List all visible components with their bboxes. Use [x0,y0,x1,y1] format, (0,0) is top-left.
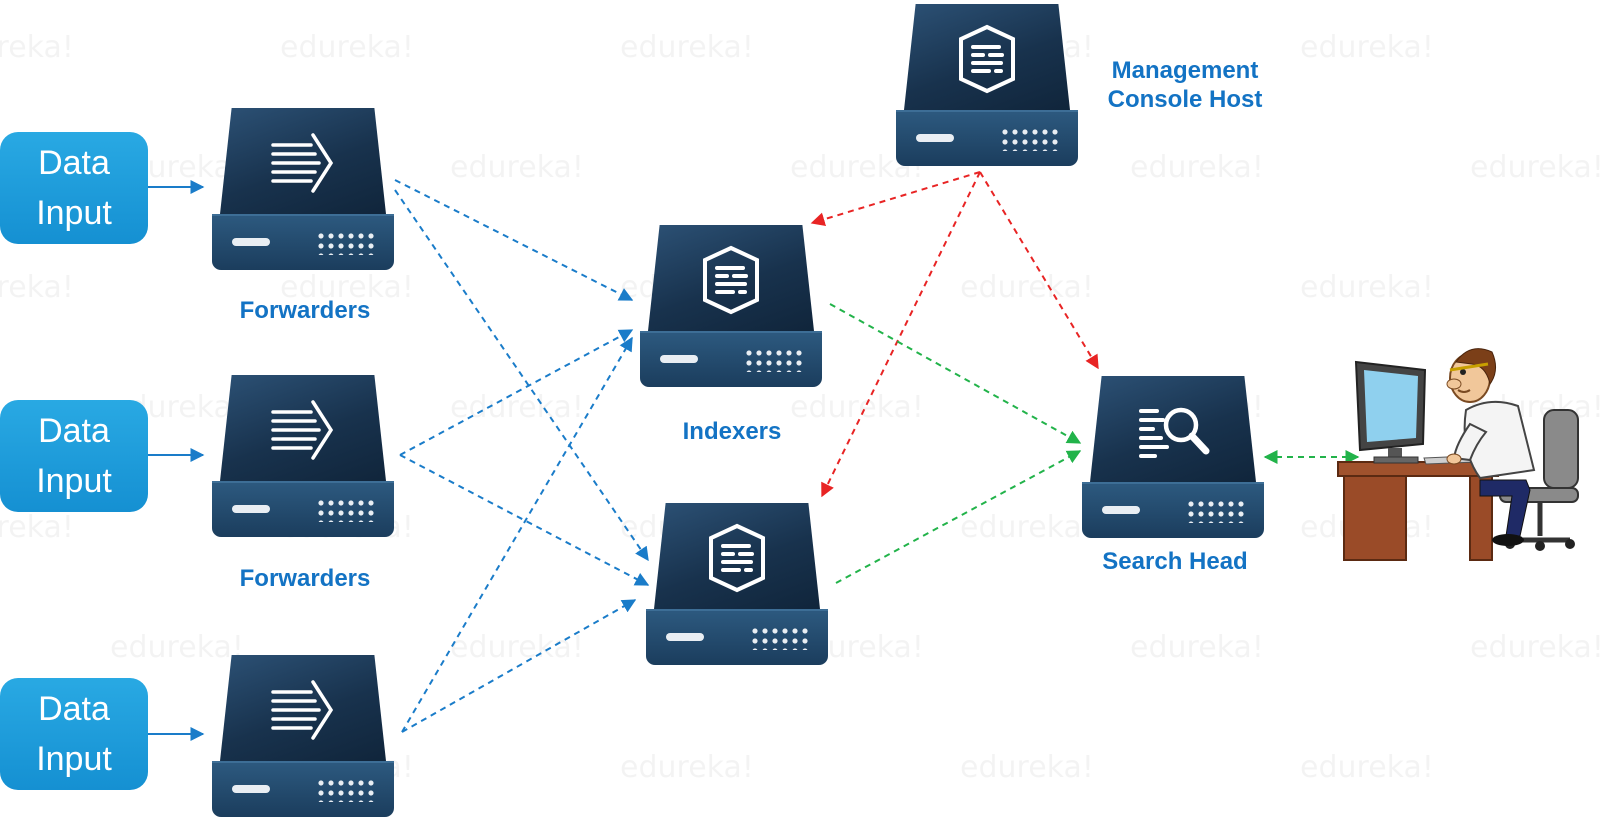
forward-arrow-icon [271,680,334,740]
forward-link-3b [401,599,637,733]
data-input-label: Data Input [36,690,112,778]
forward-arrow-icon [271,400,334,460]
management-link-search-head [979,171,1099,370]
indexer-server-1 [640,225,822,387]
forward-link-1a [394,179,634,301]
search-head-label: Search Head [1102,548,1248,575]
forwarders-label-2: Forwarders [239,565,371,592]
forwarder-server-3 [212,655,394,817]
forward-link-3a [401,336,633,733]
forward-link-2a [399,329,634,456]
forwarder-server-2 [212,375,394,537]
magnifier-document-icon [1139,407,1210,458]
search-head-server [1082,376,1264,538]
data-input-3: Data Input [0,678,148,790]
forwarders-label-1: Forwarders [239,297,371,324]
forwarder-server-1 [212,108,394,270]
person-at-computer-icon [1337,348,1579,561]
management-label-line-1: Management [1111,57,1259,84]
management-link-indexer-1 [810,171,981,227]
data-input-label: Data Input [36,412,112,500]
document-shield-icon [709,523,765,593]
management-link-indexer-2 [821,171,981,498]
forward-arrow-icon [271,133,334,193]
management-label-line-2: Console Host [1107,86,1263,113]
indexer-server-2 [646,503,828,665]
forward-link-1b [394,189,649,562]
management-console-label: Management Console Host [1080,56,1290,114]
management-console-server [896,4,1078,166]
document-shield-icon [703,245,759,315]
indexers-label: Indexers [682,418,782,445]
search-link-2 [835,450,1082,584]
data-input-2: Data Input [0,400,148,512]
search-link-1 [829,303,1082,444]
forward-link-2b [399,454,650,586]
document-shield-icon [959,24,1015,94]
data-input-label: Data Input [36,144,112,232]
data-input-1: Data Input [0,132,148,244]
